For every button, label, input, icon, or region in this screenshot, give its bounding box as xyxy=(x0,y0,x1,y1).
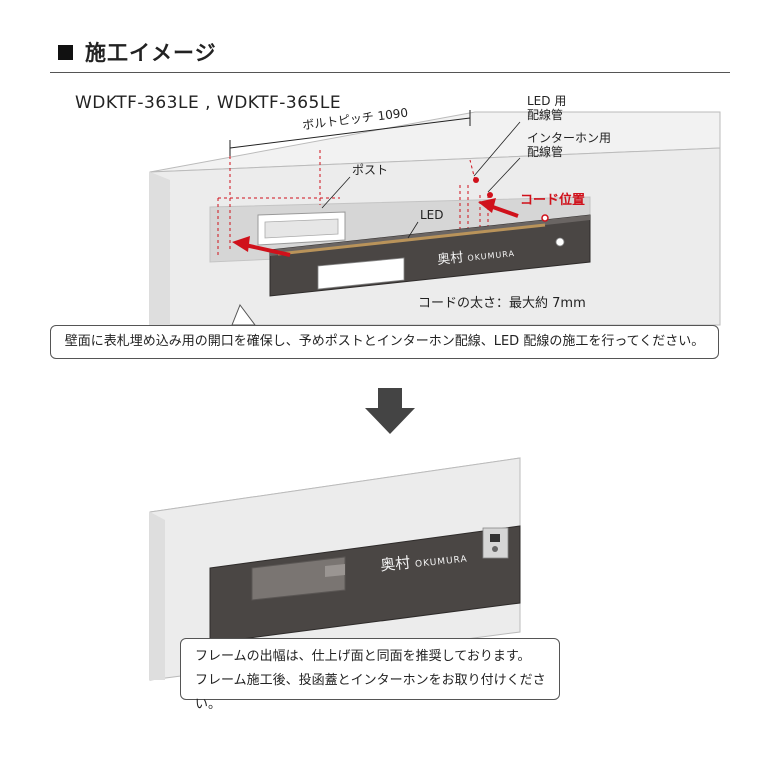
cord-arrow xyxy=(489,204,519,218)
heading-divider xyxy=(50,72,730,73)
cord-arrow-head xyxy=(478,198,496,213)
down-arrow-icon xyxy=(365,388,415,434)
cord-position-marker xyxy=(541,214,549,222)
post-lid xyxy=(251,556,346,601)
post-label: ポスト xyxy=(352,163,389,177)
intercom-hole xyxy=(555,237,565,247)
model-numbers: WDKTF-363LE , WDKTF-365LE xyxy=(75,93,342,113)
post-slot-cutout xyxy=(317,257,405,290)
instruction-note-step2: フレームの出幅は、仕上げ面と同面を推奨しております。 フレーム施工後、投函蓋とイ… xyxy=(180,638,560,712)
intercom-unit xyxy=(482,527,509,559)
installed-nameplate-frame xyxy=(209,525,521,644)
leader-lines xyxy=(321,121,521,239)
post-arrow-head xyxy=(232,236,250,252)
heading-text: 施工イメージ xyxy=(85,41,217,65)
intercom-pipe-label: インターホン用配線管 xyxy=(527,131,612,159)
wall-side-face xyxy=(150,172,170,325)
cord-thickness-label: コードの太さ：最大約 7mm xyxy=(418,296,586,311)
intercom-pipe-marker xyxy=(487,192,493,198)
post-arrow xyxy=(244,243,291,257)
bolt-pitch-dimension-line xyxy=(229,117,471,149)
heading-square-icon xyxy=(58,45,73,60)
section-heading: 施工イメージ xyxy=(58,37,217,67)
note-line-1: フレームの出幅は、仕上げ面と同面を推奨しております。 xyxy=(195,649,531,664)
led-pipe-marker xyxy=(473,177,479,183)
instruction-note-step1: 壁面に表札埋め込み用の開口を確保し、予めポストとインターホン配線、LED 配線の… xyxy=(50,325,719,359)
led-strip xyxy=(277,223,546,256)
cord-position-label: コード位置 xyxy=(520,193,586,208)
led-pipe-label: LED 用配線管 xyxy=(527,94,567,122)
note-line-2: フレーム施工後、投函蓋とインターホンをお取り付けください。 xyxy=(195,673,546,712)
led-label: LED xyxy=(420,208,444,222)
